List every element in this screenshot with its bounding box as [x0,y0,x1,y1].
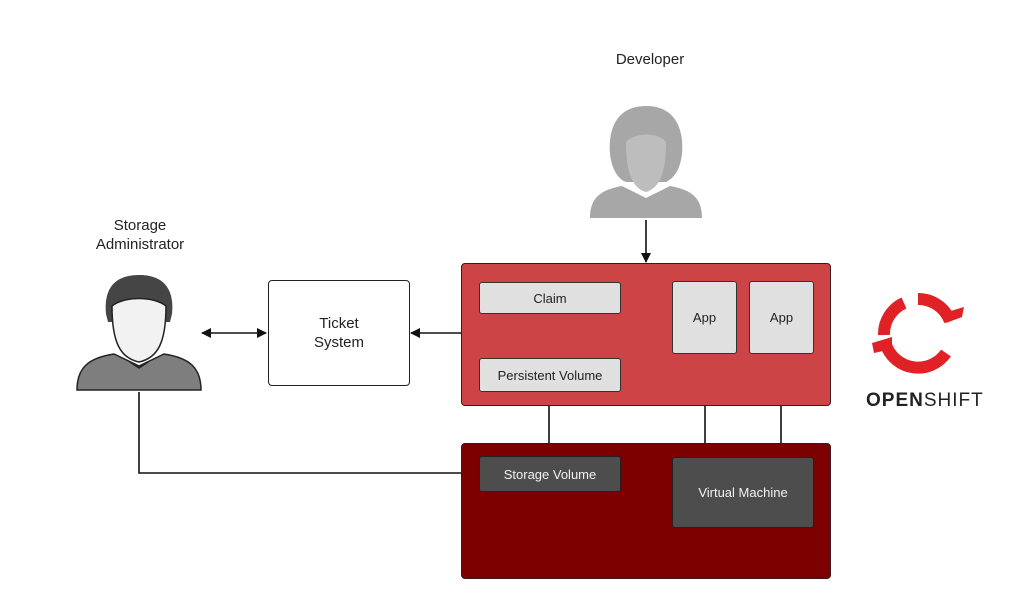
arrow-admin-to-storage-volume [138,392,479,478]
ticket-system-box: Ticket System [268,280,410,386]
persistent-volume-box: Persistent Volume [479,358,621,392]
app-box-2: App [749,281,814,354]
storage-admin-label: Storage Administrator [70,216,210,254]
developer-person-icon [590,106,702,218]
openshift-wordmark: OPENSHIFT [866,390,984,412]
storage-volume-box: Storage Volume [479,456,621,492]
openshift-logo-icon [872,292,964,374]
developer-label: Developer [615,51,685,68]
app-box-1: App [672,281,737,354]
openshift-wordmark-bold: OPEN [866,390,924,411]
openshift-wordmark-thin: SHIFT [923,390,984,411]
claim-box: Claim [479,282,621,314]
virtual-machine-box: Virtual Machine [672,457,814,528]
storage-admin-person-icon [76,275,202,391]
ticket-system-label-line1: Ticket [319,315,359,332]
storage-admin-label-line1: Storage [113,217,167,234]
ticket-system-label-line2: System [313,334,364,351]
storage-admin-label-line2: Administrator [95,236,185,253]
